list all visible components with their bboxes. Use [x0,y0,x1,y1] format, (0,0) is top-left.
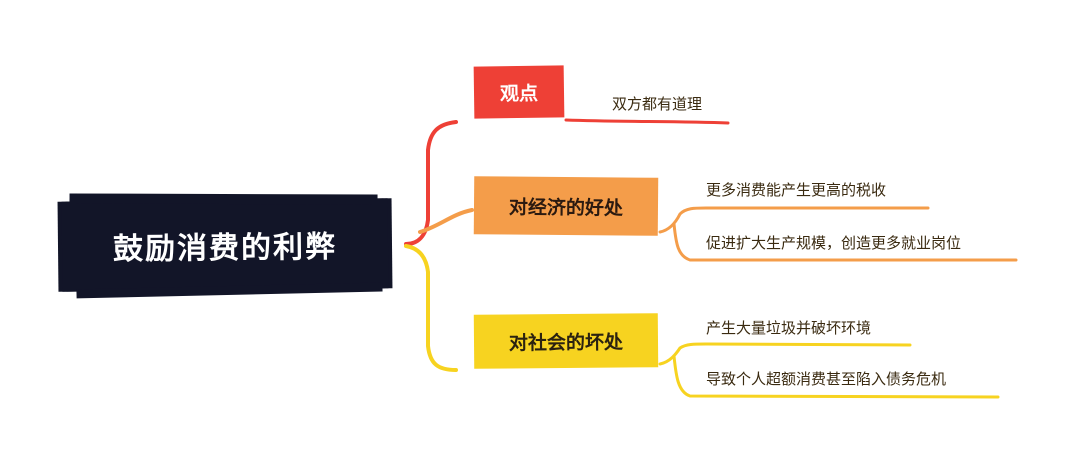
connector-benefit-leaves [658,206,930,234]
leaf-node-guandian-1[interactable]: 双方都有道理 [612,95,703,113]
connector-root-guandian [404,120,458,246]
leaf-node-benefit-2[interactable]: 促进扩大生产规模，创造更多就业岗位 [706,234,962,252]
branch-node-guandian[interactable]: 观点 [473,65,565,119]
leaf-underline-guandian-1 [564,118,730,125]
root-node[interactable]: 鼓励消费的利弊 [61,198,389,292]
connector-harm-leaves [658,342,912,366]
connector-root-harm [404,244,458,372]
leaf-node-harm-2[interactable]: 导致个人超额消费甚至陷入债务危机 [706,370,947,388]
leaf-node-harm-1[interactable]: 产生大量垃圾并破坏环境 [706,319,872,337]
connector-root-benefit [418,208,474,234]
connector-benefit-leaf-2 [672,222,1018,262]
branch-node-harm[interactable]: 对社会的坏处 [473,313,659,369]
connector-harm-leaf-2 [672,354,1000,399]
branch-label-benefit: 对经济的好处 [508,196,624,219]
branch-label-guandian: 观点 [499,82,539,105]
branch-node-benefit[interactable]: 对经济的好处 [473,176,659,236]
branch-label-harm: 对社会的坏处 [508,331,624,354]
root-title: 鼓励消费的利弊 [112,229,338,268]
leaf-node-benefit-1[interactable]: 更多消费能产生更高的税收 [706,181,887,199]
